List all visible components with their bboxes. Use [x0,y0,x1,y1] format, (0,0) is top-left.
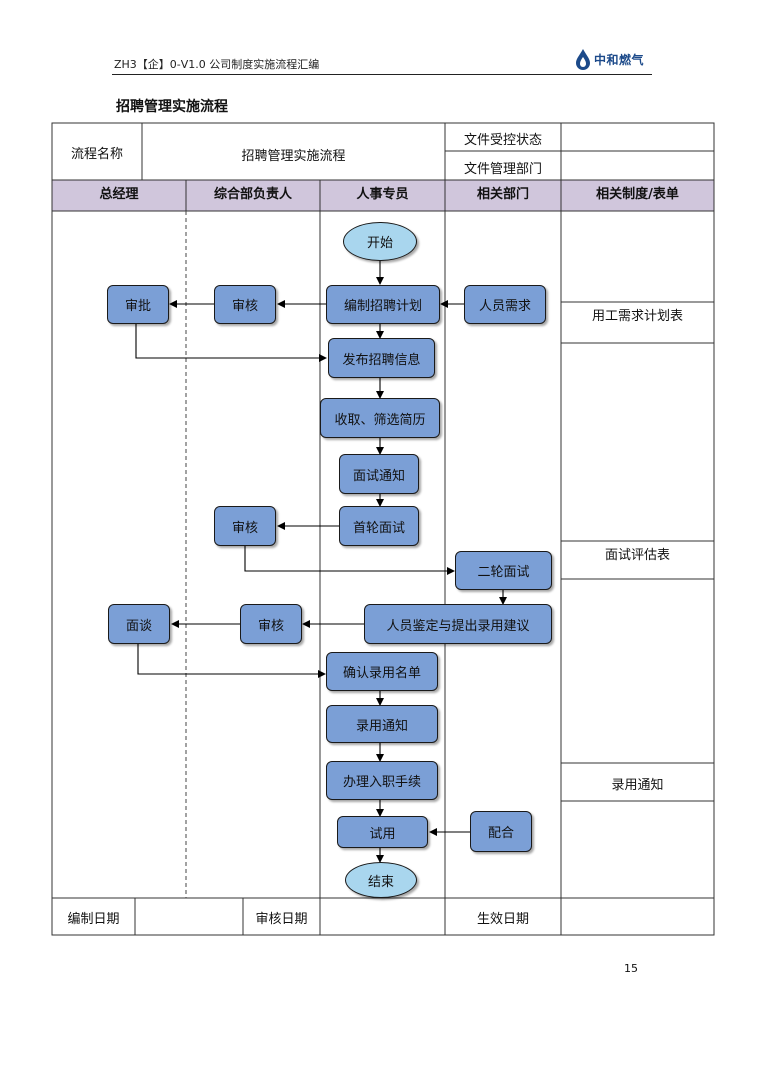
node-approve: 审批 [107,285,169,324]
form-interview-evaluation: 面试评估表 [604,548,670,563]
arrow-review-to-second [244,546,455,575]
node-hire-notice: 录用通知 [326,705,438,743]
lane-head-related-dept: 相关部门 [476,187,529,202]
node-assess-recommend: 人员鉴定与提出录用建议 [364,604,552,644]
label-control-status: 文件受控状态 [463,133,542,148]
header-rule [112,74,652,75]
logo-text: 中和燃气 [594,53,645,67]
lane-head-general-manager: 总经理 [99,187,139,202]
node-make-plan: 编制招聘计划 [326,285,440,324]
lane-head-forms: 相关制度/表单 [596,187,679,202]
node-second-interview: 二轮面试 [455,551,552,590]
label-review-date: 审核日期 [255,912,308,927]
node-end: 结束 [345,862,417,898]
node-review-2: 审核 [214,506,276,546]
label-management-dept: 文件管理部门 [463,162,542,177]
label-effective-date: 生效日期 [476,912,529,927]
node-screen-resumes: 收取、筛选简历 [320,398,440,438]
node-onboarding: 办理入职手续 [326,761,438,800]
node-staff-demand: 人员需求 [464,285,546,324]
lane-header-band [52,180,714,211]
node-trial: 试用 [337,816,428,848]
document-title: 招聘管理实施流程 [116,99,228,115]
node-cooperate: 配合 [470,811,532,852]
page-number: 15 [624,962,638,975]
process-name-value: 招聘管理实施流程 [241,149,346,164]
connectors [135,261,507,863]
company-logo: 中和燃气 [574,48,654,72]
flame-drop-icon [576,49,590,70]
node-review-3: 审核 [240,604,302,644]
document-header-code: ZH3【企】0-V1.0 公司制度实施流程汇编 [114,58,320,71]
lane-head-hr-specialist: 人事专员 [356,187,409,202]
node-confirm-list: 确认录用名单 [326,652,438,691]
arrow-talk-to-confirm [137,644,326,678]
node-publish-info: 发布招聘信息 [328,338,435,378]
table-grid [51,122,715,936]
node-review-1: 审核 [214,285,276,324]
arrow-approve-to-publish [135,324,327,362]
label-compile-date: 编制日期 [67,912,120,927]
form-recruitment-plan: 用工需求计划表 [591,309,683,324]
label-process-name: 流程名称 [70,147,123,162]
form-hire-notice: 录用通知 [611,778,664,793]
node-start: 开始 [343,222,417,261]
lane-head-admin-head: 综合部负责人 [213,187,292,202]
node-face-talk: 面谈 [108,604,170,644]
node-first-interview: 首轮面试 [339,506,419,546]
node-interview-notice: 面试通知 [339,454,419,494]
